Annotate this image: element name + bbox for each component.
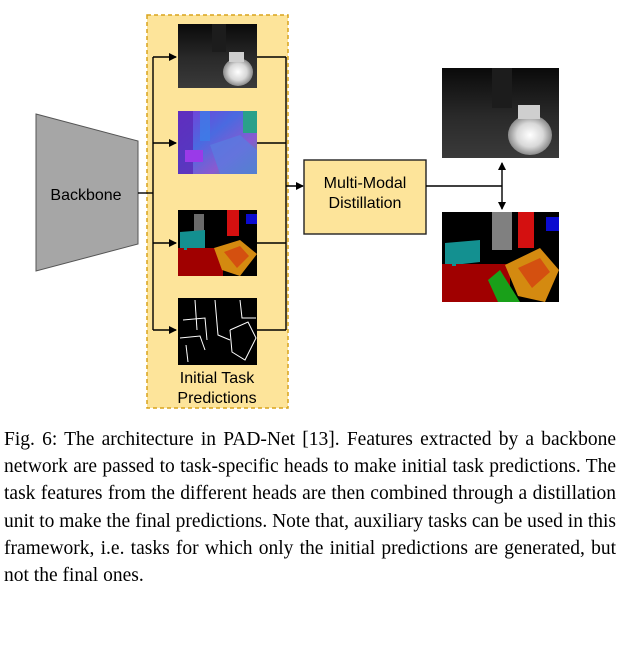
final-segmentation-image	[442, 212, 559, 302]
depth-prediction-image	[178, 24, 257, 88]
surface-normals-image	[178, 111, 257, 174]
figure-caption: Fig. 6: The architecture in PAD-Net [13]…	[4, 429, 616, 587]
distillation-box	[303, 159, 427, 235]
task-box-label-line1: Initial Task	[180, 370, 255, 387]
backbone-label: Backbone	[50, 187, 121, 204]
distillation-label-line2: Distillation	[329, 195, 402, 212]
pad-net-diagram: Backbone	[35, 14, 559, 409]
task-box-label-line2: Predictions	[177, 390, 256, 407]
segmentation-prediction-image	[178, 210, 257, 276]
backbone-shape	[35, 113, 139, 272]
final-depth-image	[442, 68, 559, 158]
distillation-label-line1: Multi-Modal	[324, 175, 407, 192]
edges-prediction-image	[178, 298, 257, 365]
